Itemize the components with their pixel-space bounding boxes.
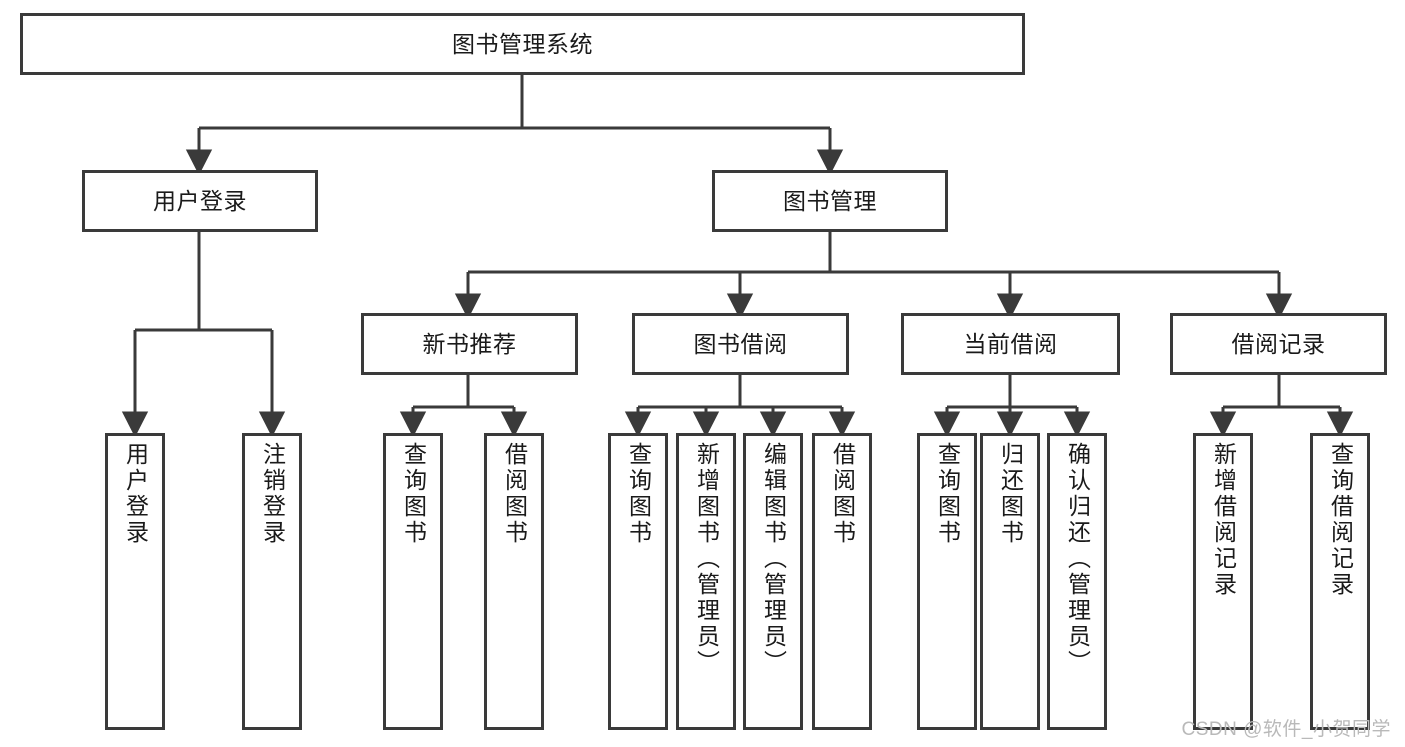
- node-leaf-borrow-book-a[interactable]: 借阅图书: [484, 433, 544, 730]
- node-book-manage-label: 图书管理: [783, 187, 877, 214]
- node-leaf-query-record-label: 查询借阅记录: [1327, 442, 1354, 598]
- node-leaf-confirm-return[interactable]: 确认归还（管理员）: [1047, 433, 1107, 730]
- node-borrow-record[interactable]: 借阅记录: [1170, 313, 1387, 375]
- node-book-borrow-label: 图书借阅: [693, 330, 788, 357]
- node-leaf-query-book-b[interactable]: 查询图书: [608, 433, 668, 730]
- node-book-manage[interactable]: 图书管理: [712, 170, 948, 232]
- node-leaf-borrow-book-b[interactable]: 借阅图书: [812, 433, 872, 730]
- node-leaf-borrow-book-a-label: 借阅图书: [501, 442, 528, 546]
- node-leaf-add-record-label: 新增借阅记录: [1210, 442, 1237, 598]
- node-book-borrow[interactable]: 图书借阅: [632, 313, 849, 375]
- node-leaf-add-book[interactable]: 新增图书（管理员）: [676, 433, 736, 730]
- node-leaf-user-login-label: 用户登录: [122, 442, 149, 546]
- node-leaf-add-record[interactable]: 新增借阅记录: [1193, 433, 1253, 730]
- node-leaf-confirm-return-label: 确认归还（管理员）: [1064, 442, 1091, 676]
- node-new-book-rec-label: 新书推荐: [422, 330, 517, 357]
- node-leaf-query-book-b-label: 查询图书: [625, 442, 652, 546]
- node-leaf-return-book-label: 归还图书: [997, 442, 1024, 546]
- node-leaf-query-book-c-label: 查询图书: [934, 442, 961, 546]
- node-leaf-query-book-c[interactable]: 查询图书: [917, 433, 977, 730]
- node-root-label: 图书管理系统: [452, 30, 593, 57]
- node-leaf-query-book-a-label: 查询图书: [400, 442, 427, 546]
- node-user-login[interactable]: 用户登录: [82, 170, 318, 232]
- node-leaf-user-login[interactable]: 用户登录: [105, 433, 165, 730]
- node-leaf-edit-book[interactable]: 编辑图书（管理员）: [743, 433, 803, 730]
- node-leaf-borrow-book-b-label: 借阅图书: [829, 442, 856, 546]
- node-leaf-add-book-label: 新增图书（管理员）: [693, 442, 720, 676]
- node-current-borrow[interactable]: 当前借阅: [901, 313, 1120, 375]
- node-leaf-return-book[interactable]: 归还图书: [980, 433, 1040, 730]
- node-leaf-logout-label: 注销登录: [259, 442, 286, 546]
- node-borrow-record-label: 借阅记录: [1231, 330, 1326, 357]
- node-leaf-query-record[interactable]: 查询借阅记录: [1310, 433, 1370, 730]
- node-leaf-logout[interactable]: 注销登录: [242, 433, 302, 730]
- node-root[interactable]: 图书管理系统: [20, 13, 1025, 75]
- node-user-login-label: 用户登录: [153, 187, 247, 214]
- node-leaf-query-book-a[interactable]: 查询图书: [383, 433, 443, 730]
- node-new-book-rec[interactable]: 新书推荐: [361, 313, 578, 375]
- node-leaf-edit-book-label: 编辑图书（管理员）: [760, 442, 787, 676]
- node-current-borrow-label: 当前借阅: [963, 330, 1058, 357]
